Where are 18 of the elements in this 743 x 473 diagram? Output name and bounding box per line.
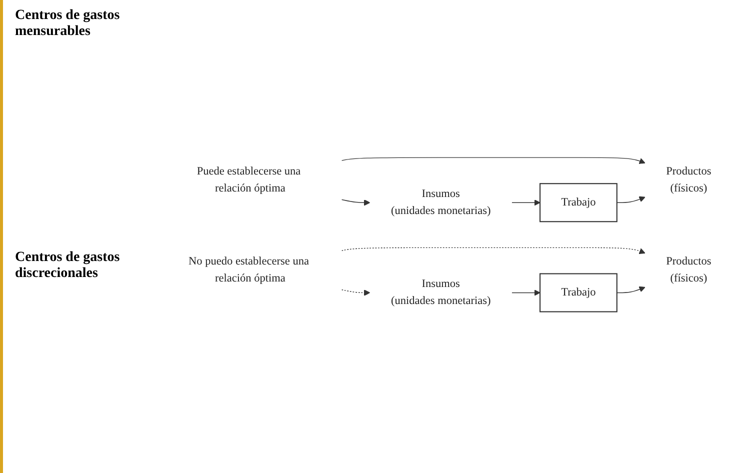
- node-text: Productos (físicos): [666, 165, 712, 194]
- arrow: [512, 200, 540, 206]
- arrow: [341, 199, 370, 206]
- node-text: No puedo establecerse una relación óptima: [188, 256, 309, 284]
- arrow: [512, 290, 540, 296]
- node-text: Insumos (unidades monetarias): [390, 278, 491, 307]
- arrow: [341, 289, 370, 296]
- arrow: [341, 157, 646, 164]
- arrow: [616, 286, 646, 294]
- node-text: Puede establecerse una relación óptima: [196, 165, 301, 194]
- node-text: Productos (físicos): [666, 256, 712, 284]
- node-box: Trabajo: [540, 273, 618, 312]
- arrow: [341, 247, 646, 254]
- node-text: Insumos (unidades monetarias): [390, 188, 491, 217]
- section-heading: Centros de gastos discrecionales: [15, 250, 121, 282]
- node-box: Trabajo: [540, 183, 618, 222]
- arrow: [616, 196, 646, 204]
- section-heading: Centros de gastos mensurables: [15, 8, 121, 40]
